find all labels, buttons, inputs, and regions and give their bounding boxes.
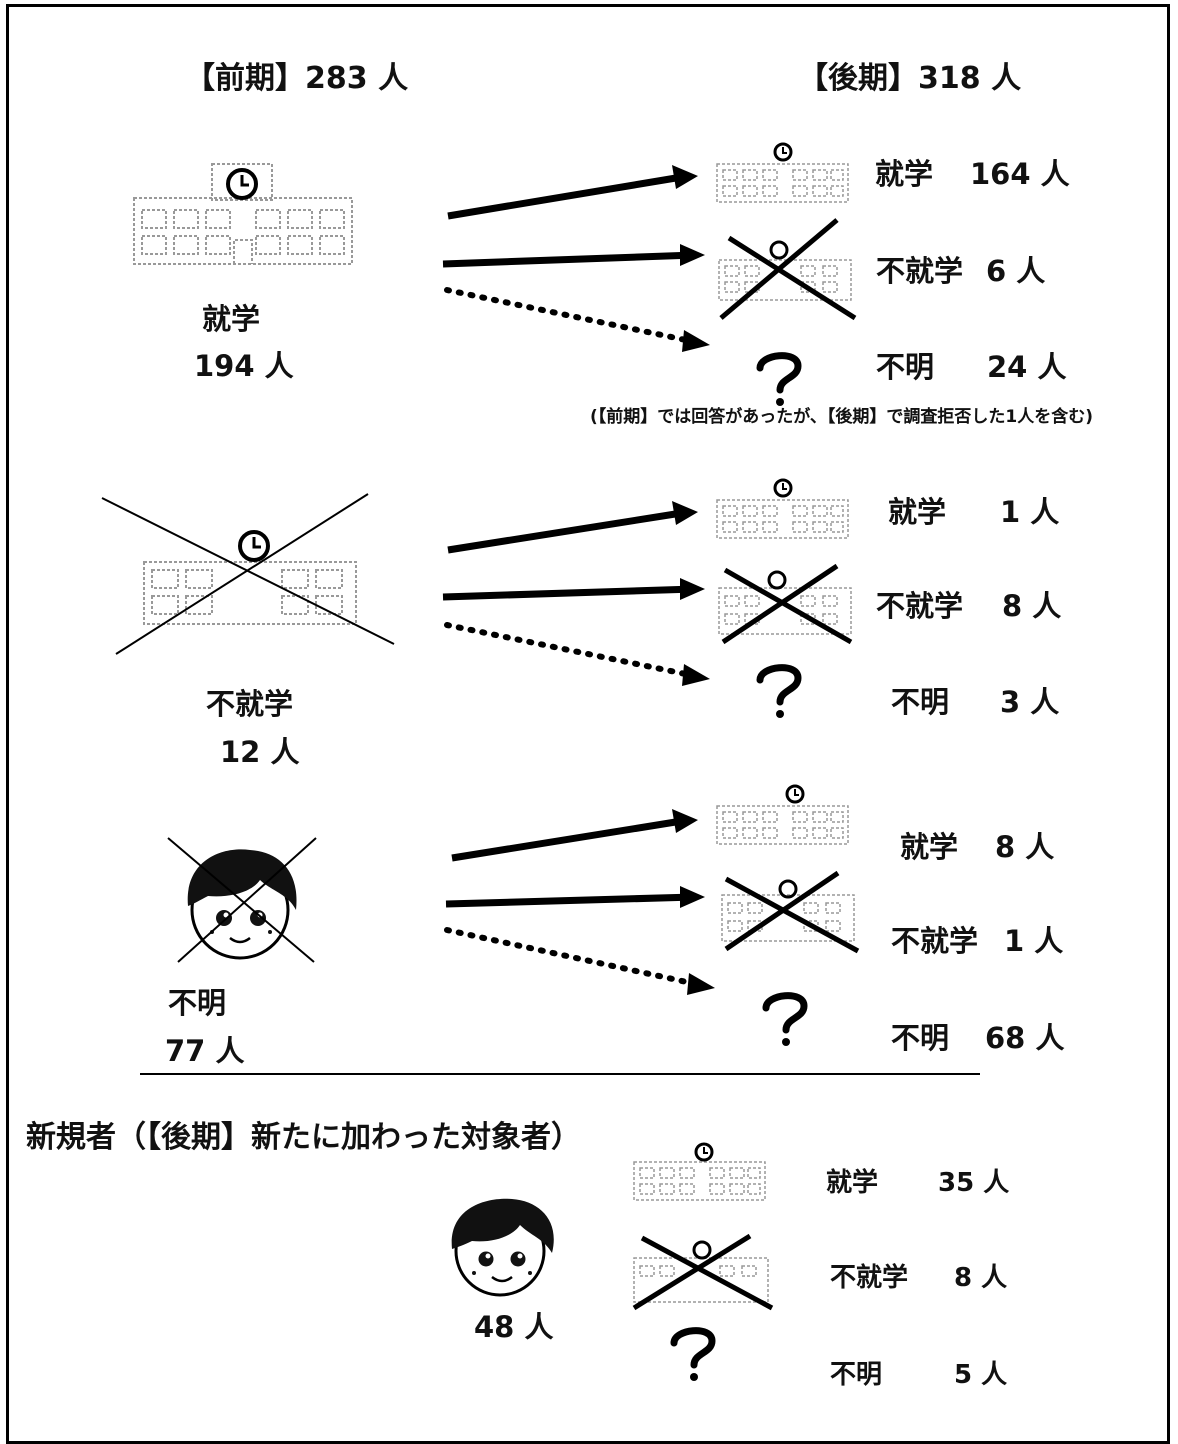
arrow-not-enrolled-to-enrolled [447, 508, 690, 554]
outcome-label: 不明 [891, 685, 950, 719]
new-outcome-label: 不明 [830, 1360, 883, 1390]
refusal-note: (【前期】では回答があったが、【後期】で調査拒否した1人を含む) [590, 407, 1094, 427]
arrow-unknown-to-enrolled [451, 816, 690, 862]
question-mark-icon [762, 992, 808, 1046]
new-outcome-label: 不就学 [830, 1263, 909, 1293]
new-entrants-title: 新規者（【後期】新たに加わった対象者） [26, 1120, 581, 1155]
source-label-enrolled: 就学 [202, 302, 261, 336]
school-building-icon [133, 163, 353, 265]
question-mark-icon [670, 1327, 716, 1381]
school-building-icon [716, 784, 849, 845]
arrow-not-enrolled-to-not-enrolled [442, 584, 697, 601]
outcome-label: 不明 [876, 350, 935, 384]
child-face-icon [451, 1198, 554, 1297]
section-divider [140, 1073, 980, 1075]
outcome-label: 就学 [875, 157, 934, 191]
source-label-unknown: 不明 [168, 986, 227, 1020]
arrow-not-enrolled-to-unknown [444, 622, 703, 681]
new-outcome-label: 就学 [826, 1168, 879, 1198]
arrow-unknown-to-unknown [444, 927, 708, 990]
outcome-count: 8 人 [995, 830, 1055, 864]
outcome-label: 不就学 [891, 924, 979, 958]
outcome-count: 6 人 [986, 254, 1046, 288]
before-period-header: 【前期】283 人 [185, 61, 409, 96]
outcome-count: 1 人 [1000, 495, 1060, 529]
crossed-school-icon [718, 218, 857, 321]
arrow-unknown-to-not-enrolled [445, 892, 697, 908]
arrow-enrolled-to-not-enrolled [442, 250, 697, 268]
school-building-icon [633, 1142, 766, 1201]
outcome-label: 就学 [888, 495, 947, 529]
school-building-icon [716, 142, 849, 203]
crossed-child-face-icon [167, 837, 317, 963]
arrow-enrolled-to-unknown [444, 287, 703, 347]
school-building-icon [716, 478, 849, 539]
source-count-unknown: 77 人 [165, 1034, 245, 1068]
source-count-enrolled: 194 人 [194, 349, 294, 383]
source-label-not-enrolled: 不就学 [206, 687, 294, 721]
outcome-count: 1 人 [1004, 924, 1064, 958]
new-entrants-count: 48 人 [474, 1310, 554, 1344]
crossed-school-icon [101, 493, 395, 655]
after-period-header: 【後期】318 人 [798, 61, 1022, 96]
outcome-label: 不明 [891, 1021, 950, 1055]
crossed-school-icon [632, 1233, 774, 1311]
question-mark-icon [756, 352, 802, 406]
outcome-label: 就学 [900, 830, 959, 864]
outcome-count: 24 人 [987, 350, 1067, 384]
new-outcome-count: 5 人 [954, 1360, 1008, 1390]
crossed-school-icon [718, 563, 853, 645]
arrow-enrolled-to-enrolled [447, 172, 690, 220]
source-count-not-enrolled: 12 人 [220, 735, 300, 769]
outcome-count: 68 人 [985, 1021, 1065, 1055]
crossed-school-icon [721, 870, 860, 954]
outcome-label: 不就学 [876, 589, 964, 623]
question-mark-icon [756, 664, 802, 718]
new-outcome-count: 8 人 [954, 1263, 1008, 1293]
outcome-label: 不就学 [876, 254, 964, 288]
outcome-count: 3 人 [1000, 685, 1060, 719]
new-outcome-count: 35 人 [938, 1168, 1010, 1198]
outcome-count: 164 人 [970, 157, 1070, 191]
outcome-count: 8 人 [1002, 589, 1062, 623]
